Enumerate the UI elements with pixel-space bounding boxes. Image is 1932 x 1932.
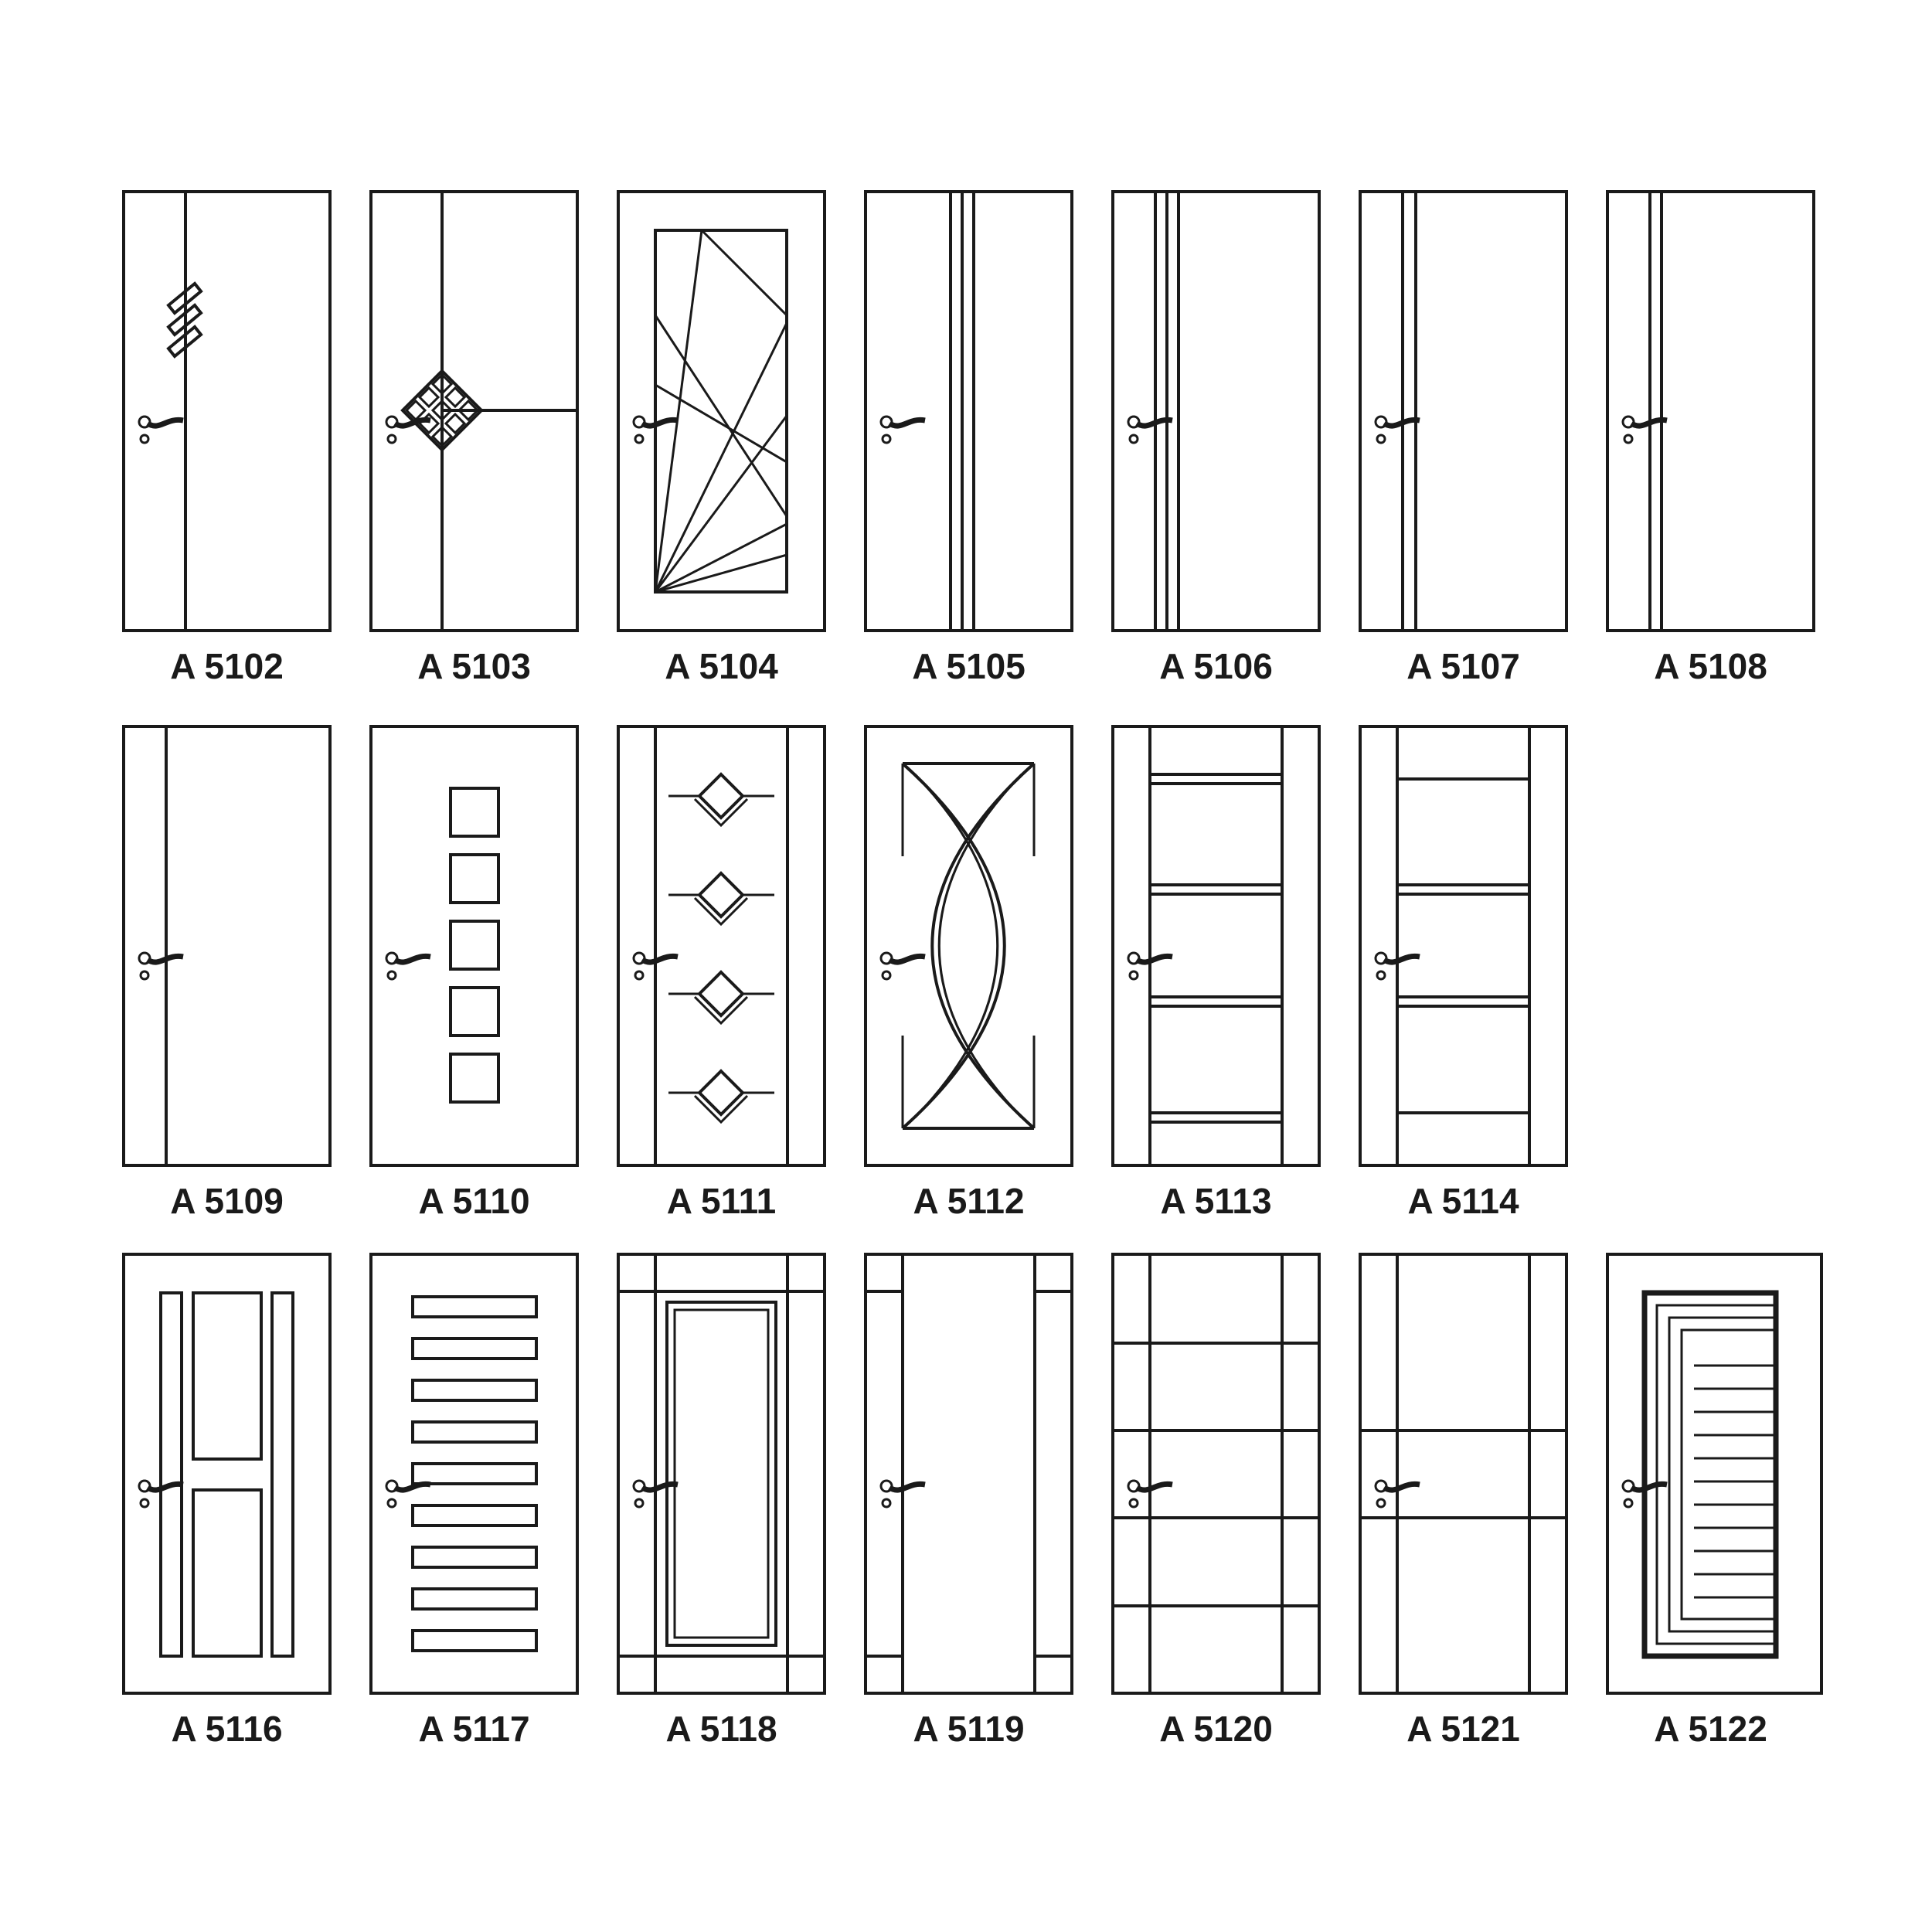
door-outline: [1111, 725, 1321, 1167]
door-code-label: A 5114: [1407, 1181, 1519, 1221]
door-outline: [1606, 1253, 1823, 1695]
door-handle-icon: [1374, 951, 1420, 981]
door-code-label: A 5122: [1654, 1709, 1767, 1749]
door-card: A 5118: [617, 1253, 826, 1749]
door-code-label: A 5121: [1406, 1709, 1520, 1749]
door-outline: [369, 725, 579, 1167]
door-outline: [617, 725, 826, 1167]
door-handle-icon: [1127, 1479, 1173, 1509]
door-outline: [1359, 725, 1568, 1167]
door-outline: [1111, 1253, 1321, 1695]
door-handle-icon: [1374, 1479, 1420, 1509]
door-card: A 5121: [1359, 1253, 1568, 1749]
door-card: A 5103: [369, 190, 579, 686]
door-code-label: A 5116: [171, 1709, 282, 1749]
door-code-label: A 5104: [665, 646, 778, 686]
door-code-label: A 5108: [1654, 646, 1767, 686]
door-handle-icon: [879, 1479, 926, 1509]
door-code-label: A 5119: [913, 1709, 1024, 1749]
door-code-label: A 5106: [1159, 646, 1273, 686]
door-outline: [617, 1253, 826, 1695]
door-outline: [122, 725, 332, 1167]
door-outline: [122, 190, 332, 632]
door-code-label: A 5117: [418, 1709, 529, 1749]
door-card: A 5114: [1359, 725, 1568, 1221]
door-card: A 5107: [1359, 190, 1568, 686]
door-card: A 5113: [1111, 725, 1321, 1221]
door-code-label: A 5105: [912, 646, 1026, 686]
door-handle-icon: [385, 951, 431, 981]
door-card: A 5111: [617, 725, 826, 1221]
door-outline: [1111, 190, 1321, 632]
door-handle-icon: [879, 415, 926, 444]
door-code-label: A 5110: [418, 1181, 529, 1221]
door-card: A 5109: [122, 725, 332, 1221]
door-code-label: A 5112: [913, 1181, 1024, 1221]
doors-layer: A 5102 A 5103 A 5104 A 5105 A 5106 A 5107 A 51…: [122, 190, 1823, 1749]
door-outline: [369, 1253, 579, 1695]
door-card: A 5104: [617, 190, 826, 686]
door-code-label: A 5103: [417, 646, 531, 686]
door-outline: [864, 725, 1073, 1167]
door-card: A 5117: [369, 1253, 579, 1749]
door-code-label: A 5109: [170, 1181, 284, 1221]
door-outline: [864, 190, 1073, 632]
door-handle-icon: [632, 1479, 679, 1509]
door-outline: [1606, 190, 1815, 632]
door-outline: [617, 190, 826, 632]
door-handle-icon: [385, 415, 431, 444]
door-code-label: A 5111: [667, 1181, 777, 1221]
door-code-label: A 5113: [1160, 1181, 1271, 1221]
door-card: A 5105: [864, 190, 1073, 686]
door-card: A 5122: [1606, 1253, 1823, 1749]
door-card: A 5119: [864, 1253, 1073, 1749]
door-outline: [1359, 190, 1568, 632]
door-code-label: A 5107: [1406, 646, 1520, 686]
door-handle-icon: [1127, 951, 1173, 981]
door-handle-icon: [138, 415, 184, 444]
door-card: A 5110: [369, 725, 579, 1221]
door-outline: [1359, 1253, 1568, 1695]
door-handle-icon: [1621, 1479, 1668, 1509]
door-handle-icon: [138, 951, 184, 981]
door-handle-icon: [138, 1479, 184, 1509]
door-handle-icon: [1127, 415, 1173, 444]
door-card: A 5116: [122, 1253, 332, 1749]
door-card: A 5120: [1111, 1253, 1321, 1749]
door-outline: [864, 1253, 1073, 1695]
door-code-label: A 5120: [1159, 1709, 1273, 1749]
door-card: A 5108: [1606, 190, 1815, 686]
door-card: A 5106: [1111, 190, 1321, 686]
door-handle-icon: [632, 415, 679, 444]
door-code-label: A 5102: [170, 646, 284, 686]
door-outline: [122, 1253, 332, 1695]
door-handle-icon: [385, 1479, 431, 1509]
door-card: A 5112: [864, 725, 1073, 1221]
door-handle-icon: [632, 951, 679, 981]
door-code-label: A 5118: [665, 1709, 777, 1749]
door-handle-icon: [879, 951, 926, 981]
door-handle-icon: [1374, 415, 1420, 444]
door-card: A 5102: [122, 190, 332, 686]
door-handle-icon: [1621, 415, 1668, 444]
